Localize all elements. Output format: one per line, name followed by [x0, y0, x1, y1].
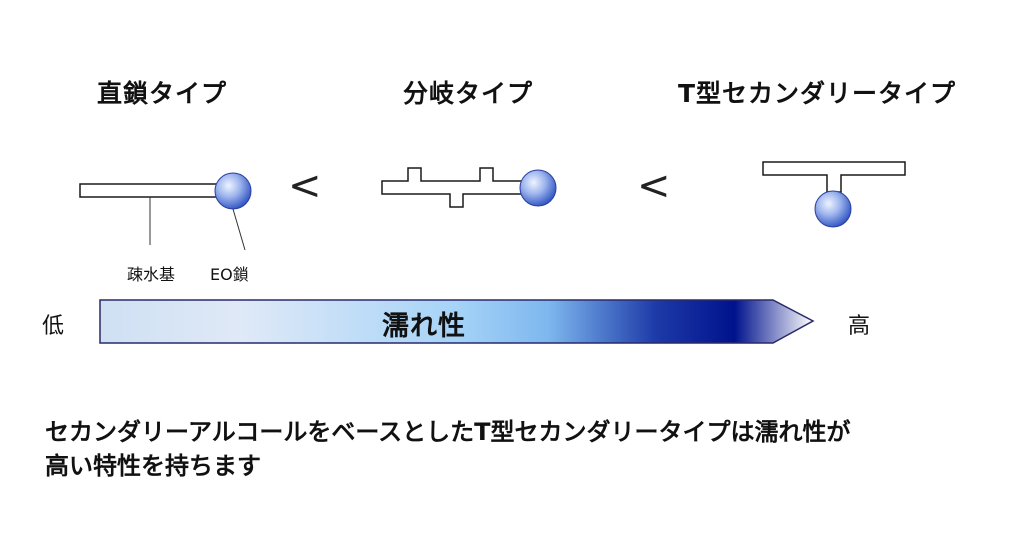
less-than-symbol: <	[637, 163, 671, 209]
scale-high-label: 高	[848, 314, 871, 339]
eo-chain-label: EO鎖	[210, 265, 249, 284]
wettability-arrow	[99, 299, 815, 344]
hydrophobic-label: 疎水基	[127, 265, 176, 284]
t-secondary-title: T型セカンダリータイプ	[678, 79, 957, 108]
wettability-label: 濡れ性	[382, 311, 466, 342]
straight-chain-molecule	[79, 172, 252, 251]
t-secondary-molecule	[762, 161, 906, 228]
branched-title: 分岐タイプ	[403, 79, 534, 108]
eo-pointer	[232, 208, 246, 251]
eo-head-ball	[814, 190, 852, 228]
scale-low-label: 低	[42, 314, 65, 339]
branched-chain	[381, 167, 523, 208]
branched-molecule	[381, 167, 557, 208]
statement-line-2: 高い特性を持ちます	[45, 452, 261, 480]
straight-chain-title: 直鎖タイプ	[97, 79, 228, 108]
statement-line-1: セカンダリーアルコールをベースとしたT型セカンダリータイプは濡れ性が	[45, 418, 851, 446]
eo-head-ball	[214, 172, 252, 210]
t-chain	[762, 161, 906, 193]
less-than-symbol: <	[288, 163, 322, 209]
hydrophobic-chain	[79, 183, 219, 198]
eo-head-ball	[519, 169, 557, 207]
